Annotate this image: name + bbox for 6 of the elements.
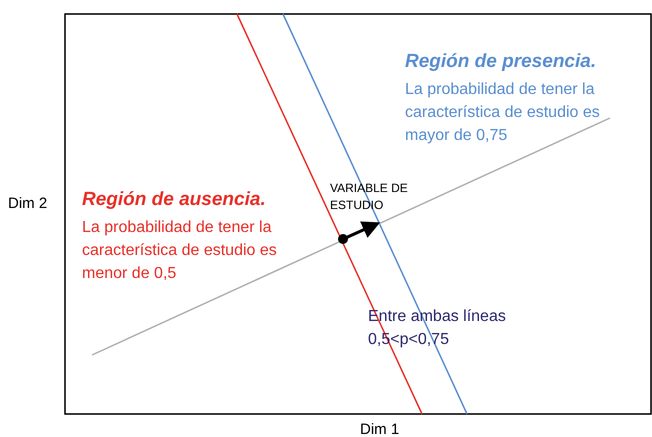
axis-label: Dim 2 [8,194,48,214]
region-description: La probabilidad de tener la característica de estudio es mayor de 0,75 [405,80,601,146]
region-description: La probabilidad de tener la característica de estudio es menor de 0,5 [82,218,278,284]
region-heading: Región de ausencia. [82,188,266,212]
axis-label: Dim 1 [360,420,400,437]
region-heading: Región de presencia. [405,50,596,74]
